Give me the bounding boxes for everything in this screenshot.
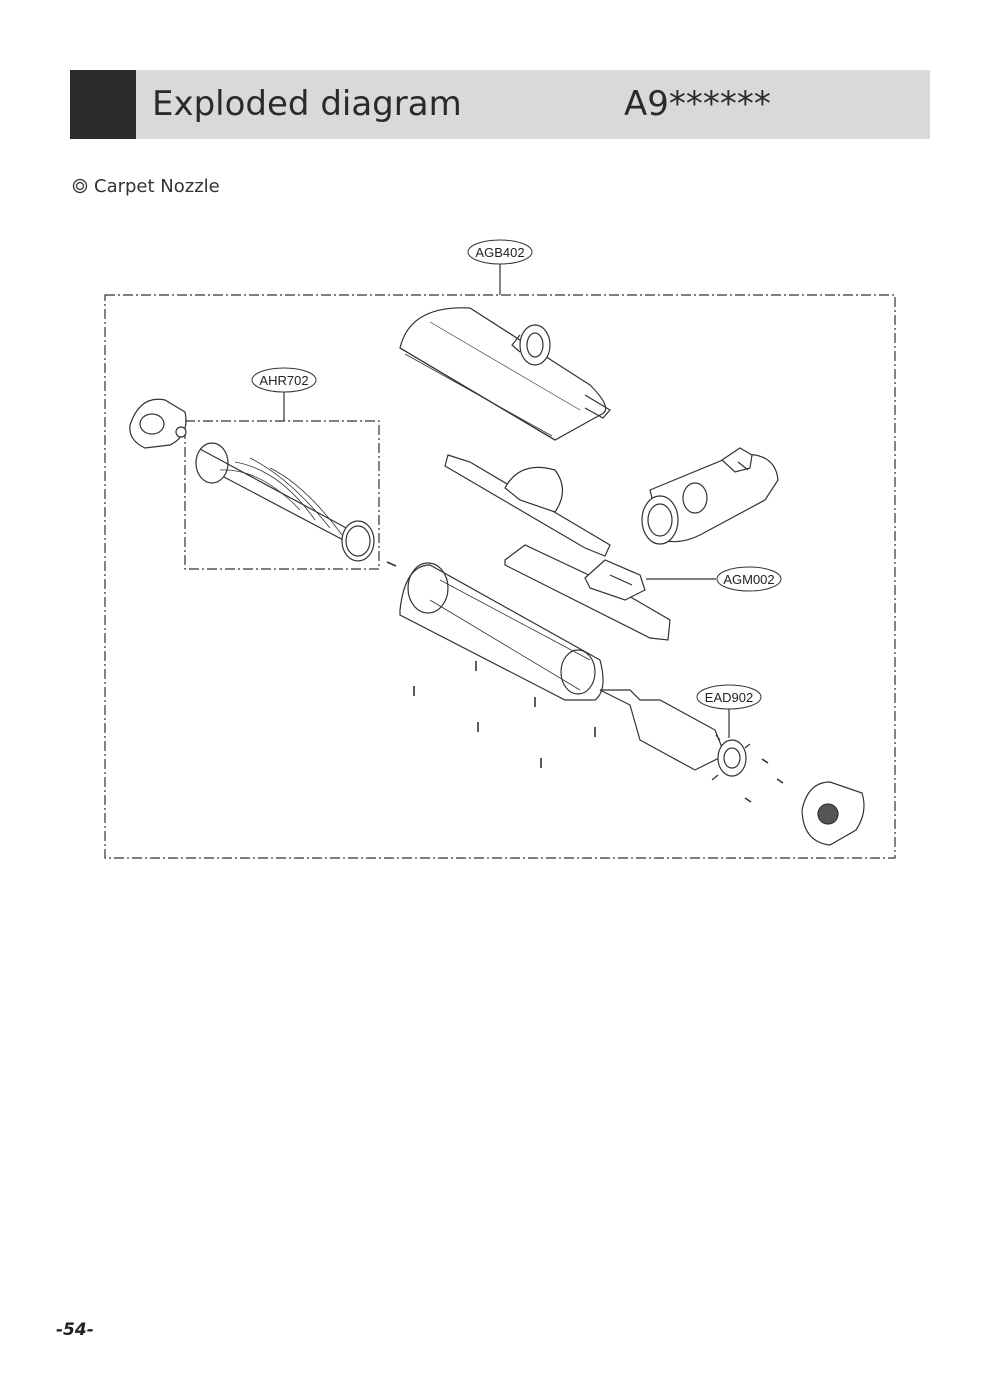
page-title: Exploded diagram [152,84,462,124]
svg-text:AGM002: AGM002 [723,572,774,587]
assembly-boundary [104,294,896,859]
mid-chassis-part [504,544,671,641]
screws [386,561,784,803]
callout-ahr702: AHR702 [251,367,317,393]
callout-ead902: EAD902 [696,684,762,710]
header-accent-block [70,70,136,139]
base-housing-part [399,562,604,701]
model-number: A9****** [624,84,771,124]
section-heading: Carpet Nozzle [72,172,220,200]
side-cap-right-part [801,781,865,846]
top-cover-part [399,307,611,441]
side-cap-left-part [129,398,187,449]
brush-boundary [184,420,380,570]
brush-roll-part [195,442,375,562]
section-title: Carpet Nozzle [94,175,220,197]
page-number: -54- [56,1320,94,1340]
duct-part [444,454,611,557]
svg-text:AGB402: AGB402 [475,245,524,260]
neck-joint-part [641,447,779,545]
double-circle-icon [72,178,88,194]
svg-text:AHR702: AHR702 [259,373,308,388]
motor-part [599,689,751,781]
callout-agb402: AGB402 [467,239,533,265]
svg-text:EAD902: EAD902 [705,690,753,705]
callout-agm002: AGM002 [716,566,782,592]
header-bar [70,70,930,139]
